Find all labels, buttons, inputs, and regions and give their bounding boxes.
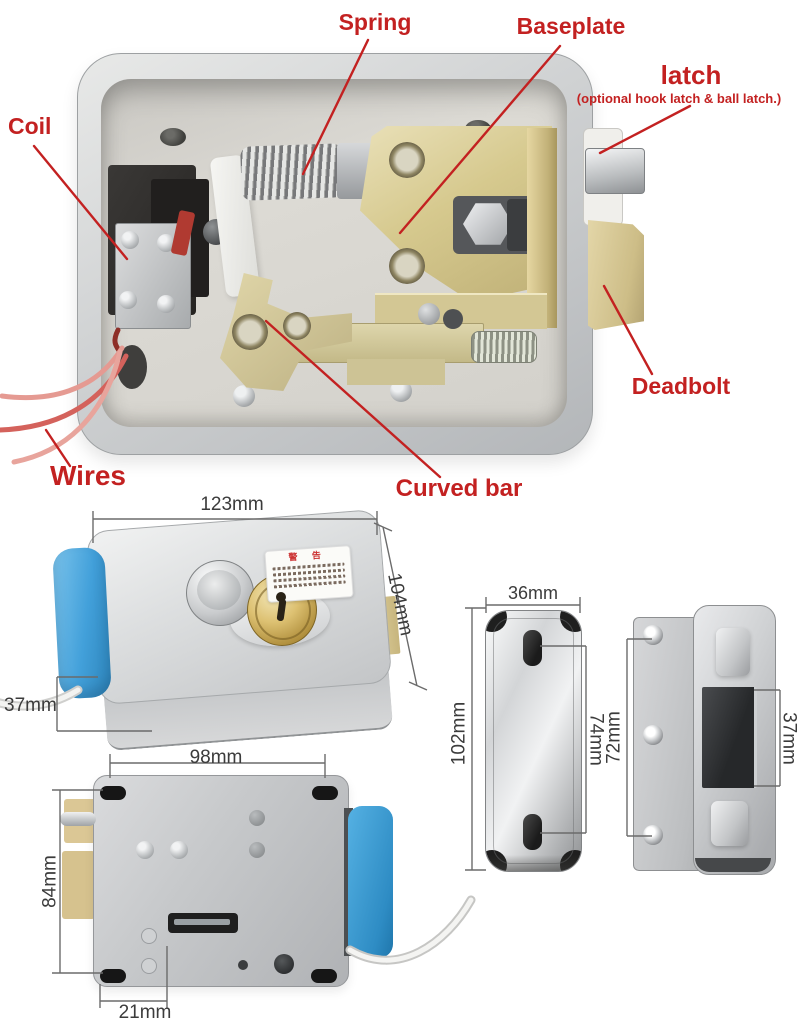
cover-width-dim: 36mm <box>507 583 558 603</box>
keeper-bump <box>716 628 750 676</box>
pivot-pin <box>418 303 440 325</box>
rivet <box>249 842 265 858</box>
cover-height-dim: 102mm <box>448 701 470 766</box>
spring-label: Spring <box>338 9 412 35</box>
screw-hole <box>238 960 248 970</box>
mounting-hole <box>160 128 186 146</box>
mounting-slot <box>523 814 542 850</box>
curved-bar-hole <box>232 314 268 350</box>
back-width-dim: 98mm <box>189 747 243 768</box>
corner-pad <box>100 969 126 983</box>
screw-hole <box>643 625 663 645</box>
coil-label: Coil <box>8 113 52 139</box>
cover-plate-photo <box>485 610 582 872</box>
screw-hole <box>643 725 663 745</box>
strike-opening-dim: 37mm <box>778 712 800 765</box>
pivot-pin <box>443 309 463 329</box>
blue-cover <box>348 806 393 958</box>
rivet <box>141 928 157 944</box>
back-height-dim: 84mm <box>39 855 61 908</box>
screw-head <box>119 291 137 309</box>
deadbolt-part <box>588 220 644 330</box>
keeper-bump <box>711 801 748 846</box>
baseplate-hole <box>389 142 425 178</box>
keyhole-icon <box>276 592 286 602</box>
chrome-knob-top <box>197 570 241 610</box>
screw-hole <box>643 825 663 845</box>
deadbolt-label: Deadbolt <box>631 373 731 399</box>
latch-note-label: (optional hook latch & ball latch.) <box>576 91 782 106</box>
back-offset-dim: 21mm <box>118 1002 172 1023</box>
corner-pad <box>311 969 337 983</box>
latch-slot-inner <box>174 919 230 925</box>
front-width-dim: 123mm <box>200 494 264 515</box>
wire-exit-hole <box>117 345 147 389</box>
screw-hole <box>274 954 294 974</box>
screw-head <box>233 385 255 407</box>
blue-handle <box>52 546 112 700</box>
lower-bar <box>347 359 445 385</box>
front-thickness-dim: 37mm <box>4 695 57 716</box>
baseplate-label: Baseplate <box>516 13 626 39</box>
latch-label: latch <box>660 60 722 90</box>
rivet <box>141 958 157 974</box>
curved-bar-label: Curved bar <box>395 475 523 502</box>
mounting-slot <box>523 630 542 666</box>
baseplate-hole <box>389 248 425 284</box>
screw-head <box>157 234 175 252</box>
bottom-edge-shadow <box>695 858 771 872</box>
wires-label: Wires <box>50 460 127 491</box>
rivet <box>136 841 154 859</box>
small-spring <box>471 331 537 363</box>
spring-coil <box>240 143 344 201</box>
chrome-pin <box>60 812 96 826</box>
screw-head <box>121 231 139 249</box>
rivet <box>170 841 188 859</box>
strike-holes-dim: 72mm <box>603 711 625 764</box>
deadbolt-rear <box>62 851 95 919</box>
bottom-edge-shadow <box>486 855 581 871</box>
corner-pad <box>100 786 126 800</box>
screw-head <box>157 295 175 313</box>
rivet <box>249 810 265 826</box>
corner-pad <box>312 786 338 800</box>
latch-opening <box>702 687 757 788</box>
latch-part <box>585 148 645 194</box>
back-plate <box>93 775 349 987</box>
curved-bar-hole <box>283 312 311 340</box>
